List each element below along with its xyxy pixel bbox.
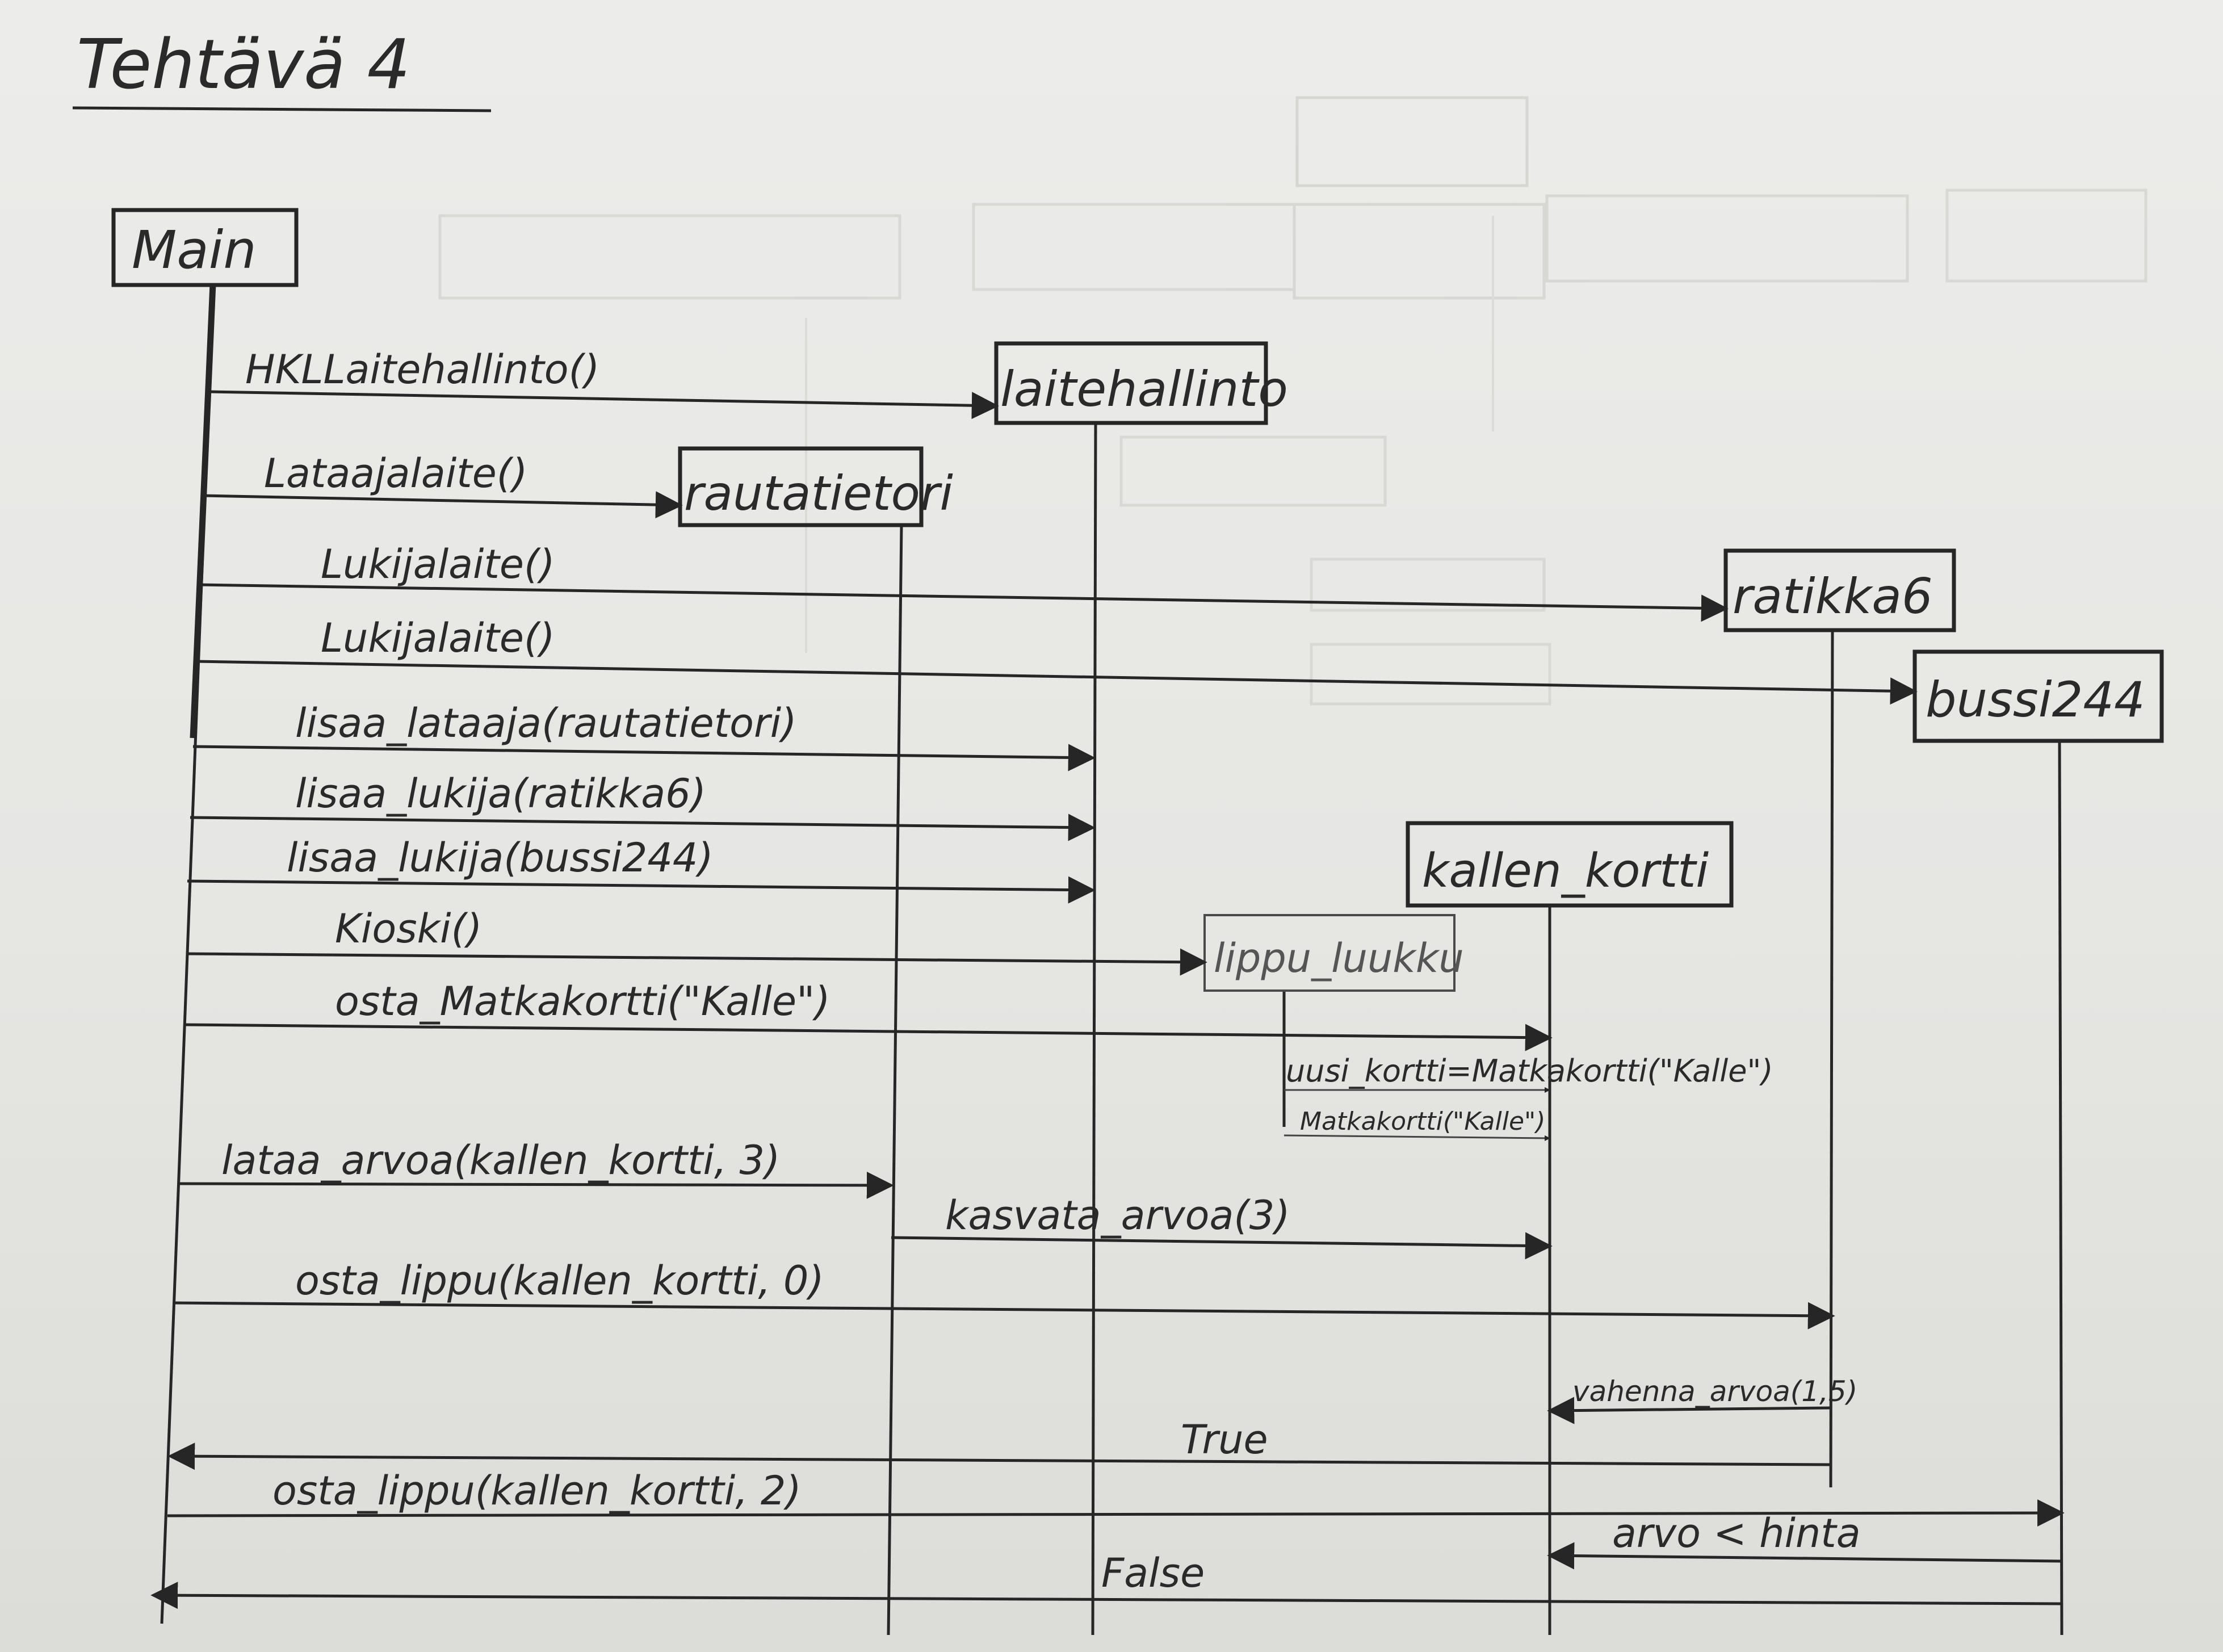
object-lippu-luukku: lippu_luukku — [1214, 935, 1464, 982]
label-m14: osta_lippu(kallen_kortti, 0) — [295, 1257, 824, 1304]
object-ratikka6: ratikka6 — [1733, 568, 1933, 625]
arrow-m9 — [184, 1023, 1553, 1051]
arrow-m1 — [209, 390, 999, 420]
label-m13: kasvata_arvoa(3) — [945, 1192, 1290, 1239]
arrow-m4 — [195, 660, 1918, 705]
arrow-m17 — [167, 1499, 2065, 1527]
arrow-m8 — [187, 948, 1207, 976]
main-activation — [190, 283, 216, 739]
lifeline-bussi244 — [2058, 740, 2063, 1636]
lifeline-laitehallinto — [1091, 422, 1097, 1636]
object-rautatietori: rautatietori — [684, 466, 953, 521]
label-m4: Lukijalaite() — [321, 615, 555, 661]
label-m19: False — [1101, 1550, 1205, 1596]
title-underline — [72, 106, 492, 112]
label-m16: True — [1181, 1416, 1268, 1463]
label-m12: lataa_arvoa(kallen_kortti, 3) — [221, 1137, 780, 1184]
lifeline-rautatietori — [887, 525, 903, 1636]
label-m1: HKLLaitehallinto() — [245, 346, 599, 393]
label-m17: osta_lippu(kallen_kortti, 2) — [272, 1467, 802, 1514]
label-m18: arvo < hinta — [1612, 1510, 1861, 1557]
arrow-m18 — [1547, 1542, 2062, 1570]
page-title: Tehtävä 4 — [77, 26, 410, 104]
label-m3: Lukijalaite() — [321, 541, 555, 588]
arrow-m12 — [178, 1171, 894, 1199]
arrow-m7 — [187, 876, 1096, 904]
arrow-m5 — [192, 744, 1096, 772]
arrow-m16 — [167, 1443, 1831, 1470]
box-laitehallinto — [994, 341, 1268, 425]
arrow-m3 — [198, 583, 1729, 622]
erased-sketches — [438, 96, 2147, 706]
arrow-m2 — [201, 491, 683, 519]
box-kallen-kortti — [1406, 821, 1734, 908]
box-ratikka6 — [1723, 548, 1956, 632]
object-main: Main — [132, 220, 257, 280]
object-kallen-kortti: kallen_kortti — [1422, 844, 1709, 898]
lifeline-ratikka6 — [1829, 630, 1834, 1488]
label-m11: Matkakortti("Kalle") — [1300, 1107, 1545, 1136]
arrow-m19 — [150, 1582, 2062, 1609]
object-laitehallinto: laitehallinto — [1000, 361, 1288, 418]
label-m9: osta_Matkakortti("Kalle") — [335, 978, 831, 1025]
object-bussi244: bussi244 — [1926, 672, 2145, 728]
box-rautatietori — [678, 446, 924, 527]
label-m10: uusi_kortti=Matkakortti("Kalle") — [1286, 1053, 1773, 1089]
label-m8: Kioski() — [335, 905, 482, 952]
label-m2: Lataajalaite() — [264, 450, 527, 497]
arrow-m6 — [190, 814, 1096, 841]
label-m7: lisaa_lukija(bussi244) — [287, 835, 714, 881]
label-m6: lisaa_lukija(ratikka6) — [295, 770, 706, 817]
box-main — [111, 208, 299, 287]
message-arrows — [150, 390, 2065, 1609]
arrow-m11 — [1284, 1134, 1550, 1141]
label-m5: lisaa_lataaja(rautatietori) — [295, 700, 797, 747]
arrow-m13 — [891, 1232, 1553, 1260]
arrow-m14 — [173, 1301, 1835, 1330]
arrow-m15 — [1547, 1397, 1831, 1424]
label-m15: vahenna_arvoa(1,5) — [1572, 1375, 1857, 1408]
